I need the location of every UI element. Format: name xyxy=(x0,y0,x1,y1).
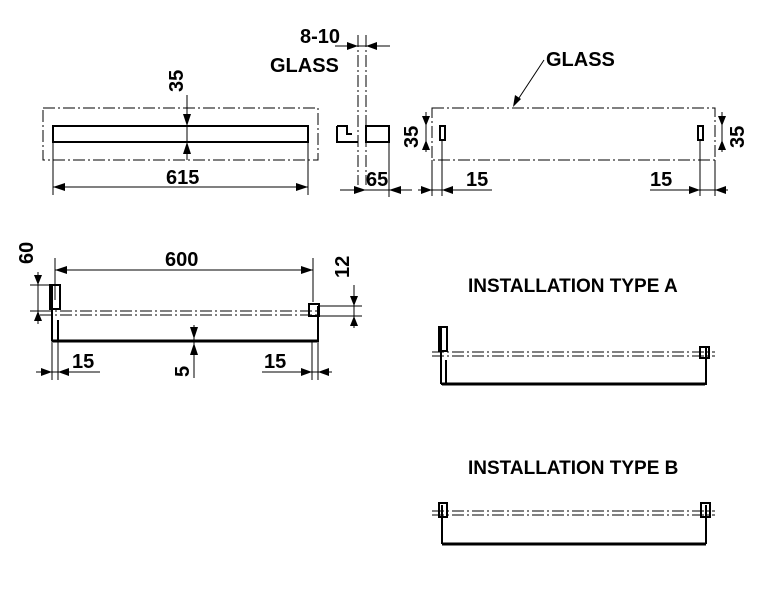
right-bracket xyxy=(697,125,704,141)
bar-thickness-label: 5 xyxy=(172,366,194,377)
right-post xyxy=(699,346,710,359)
arrowhead xyxy=(34,275,42,285)
installation-type-a: INSTALLATION TYPE A xyxy=(432,276,715,386)
glass-label: GLASS xyxy=(270,55,339,77)
right-height-label: 12 xyxy=(332,256,354,278)
arrowhead xyxy=(55,266,67,274)
left-post xyxy=(438,326,448,352)
arrowhead xyxy=(715,186,726,194)
arrowhead xyxy=(350,296,358,306)
rail-frame xyxy=(441,505,707,544)
side-detail: 8-10 GLASS 65 xyxy=(270,26,412,197)
arrowhead xyxy=(183,142,191,154)
right-post xyxy=(700,502,711,518)
arrowhead xyxy=(190,343,198,355)
arrowhead xyxy=(183,114,191,126)
height-right-label: 35 xyxy=(727,126,749,148)
width-label: 600 xyxy=(165,249,198,271)
arrowhead xyxy=(421,186,432,194)
height-label: 35 xyxy=(166,70,188,92)
arrowhead xyxy=(513,95,521,107)
glass-thickness-label: 8-10 xyxy=(300,26,340,48)
arrowhead xyxy=(318,368,329,376)
offset-left-label: 15 xyxy=(72,351,94,373)
installation-b-title: INSTALLATION TYPE B xyxy=(468,458,678,479)
arrowhead xyxy=(301,368,312,376)
clamp-block xyxy=(365,125,390,143)
arrowhead xyxy=(350,316,358,326)
arrowhead xyxy=(53,183,65,191)
glass-leader-line xyxy=(514,59,545,105)
bracket-profile xyxy=(336,125,358,143)
length-label: 615 xyxy=(166,167,199,189)
arrowhead xyxy=(689,186,700,194)
top-view-outline xyxy=(42,107,319,161)
arrowhead xyxy=(41,368,52,376)
arrowhead xyxy=(296,183,308,191)
arrowhead xyxy=(389,186,401,194)
left-post xyxy=(438,502,448,518)
front-view: 600 60 12 5 15 15 xyxy=(16,242,362,380)
offset-right-label: 15 xyxy=(264,351,286,373)
offset-right-label: 15 xyxy=(650,169,672,191)
rail-frame xyxy=(51,285,319,342)
left-bracket xyxy=(439,125,446,141)
post-height-label: 60 xyxy=(16,242,38,264)
arrowhead xyxy=(190,327,198,339)
arrowhead xyxy=(422,116,430,126)
glass-view: GLASS 35 35 15 15 xyxy=(401,49,749,196)
offset-left-label: 15 xyxy=(466,169,488,191)
arrowhead xyxy=(718,116,726,126)
arrowhead xyxy=(366,42,377,50)
arrowhead xyxy=(422,140,430,150)
arrowhead xyxy=(354,186,366,194)
arrowhead xyxy=(347,42,358,50)
arrowhead xyxy=(34,311,42,321)
depth-label: 65 xyxy=(366,169,388,191)
arrowhead xyxy=(301,266,313,274)
top-view: 35 615 xyxy=(42,70,319,195)
top-view-bar xyxy=(52,125,309,143)
glass-panel-outline xyxy=(431,107,716,161)
arrowhead xyxy=(442,186,453,194)
arrowhead xyxy=(718,140,726,150)
installation-a-title: INSTALLATION TYPE A xyxy=(468,276,678,297)
glass-label: GLASS xyxy=(546,49,615,71)
right-post xyxy=(308,303,320,317)
installation-type-b: INSTALLATION TYPE B xyxy=(432,458,715,546)
height-left-label: 35 xyxy=(401,126,423,148)
arrowhead xyxy=(58,368,69,376)
